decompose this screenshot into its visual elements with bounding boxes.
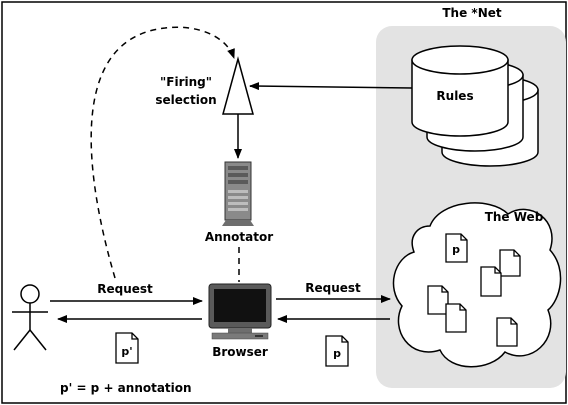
server-icon (222, 161, 254, 226)
cloud-icon (392, 202, 562, 368)
database-icon (411, 45, 539, 167)
request-right-label: Request (305, 281, 361, 295)
doc-p-prime-label: p' (121, 345, 132, 358)
monitor-icon (208, 283, 272, 340)
rules-label: Rules (436, 89, 473, 103)
request-left-label: Request (97, 282, 153, 296)
browser-label: Browser (212, 345, 268, 359)
user-icon (12, 284, 48, 351)
footnote-text: p' = p + annotation (60, 381, 192, 395)
rules-to-selection-arrow (249, 82, 413, 91)
firing-label-line1: "Firing" (160, 75, 212, 89)
web-label: The Web (485, 210, 544, 224)
annotator-label: Annotator (205, 230, 273, 244)
firing-label-line2: selection (155, 93, 216, 107)
document-icon (115, 332, 139, 364)
web-doc-label: p (452, 243, 460, 256)
doc-p-label: p (333, 347, 341, 360)
net-region-label: The *Net (442, 6, 502, 20)
web-documents (427, 233, 521, 347)
document-icon (325, 335, 349, 367)
